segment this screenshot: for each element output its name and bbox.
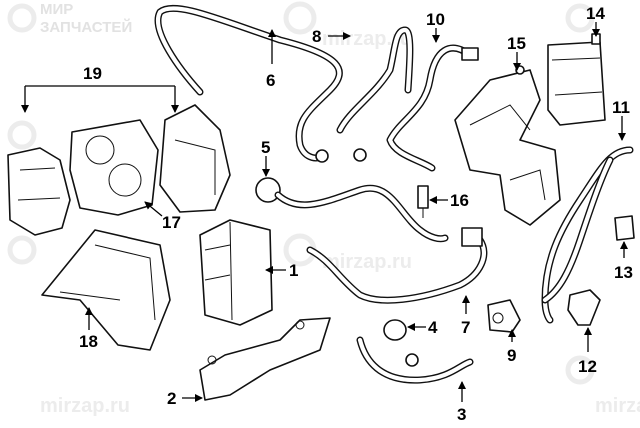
- callout-labels: 19 6 8 10 15 14 11 5 16 17 1 18 4 7 9 12…: [79, 4, 633, 424]
- part-4-cap[interactable]: [383, 319, 407, 341]
- callout-9[interactable]: 9: [507, 346, 516, 365]
- callout-5[interactable]: 5: [261, 138, 270, 157]
- callout-19[interactable]: 19: [83, 64, 102, 83]
- part-1-module[interactable]: [199, 219, 273, 326]
- part-17-compressor[interactable]: [69, 119, 159, 216]
- part-9-block[interactable]: [487, 299, 521, 333]
- part-7-hose[interactable]: [306, 227, 488, 304]
- watermark-site-2: mirzap.ru: [322, 251, 412, 273]
- part-10-hose[interactable]: [386, 44, 479, 172]
- watermark-brand-line2: ЗАПЧАСТЕЙ: [40, 18, 132, 36]
- part-8-hose[interactable]: [336, 26, 414, 162]
- watermark-brand-line1: МИР: [40, 1, 73, 18]
- callout-3[interactable]: 3: [457, 405, 466, 424]
- callout-10[interactable]: 10: [426, 10, 445, 29]
- callout-4[interactable]: 4: [428, 318, 438, 337]
- watermark-site-3: mirzap.ru: [40, 395, 130, 417]
- part-18-shield[interactable]: [41, 229, 171, 351]
- callout-12[interactable]: 12: [578, 357, 597, 376]
- part-11-hose[interactable]: [541, 146, 634, 324]
- leader-lines: [21, 22, 628, 402]
- callout-18[interactable]: 18: [79, 332, 98, 351]
- callout-6[interactable]: 6: [266, 71, 275, 90]
- callout-17[interactable]: 17: [162, 213, 181, 232]
- callout-2[interactable]: 2: [167, 389, 176, 408]
- part-16-sensor[interactable]: [417, 185, 429, 218]
- part-3-hose[interactable]: [356, 336, 474, 384]
- watermark-site-4: mirzap.ru: [595, 395, 640, 417]
- part-6-hose[interactable]: [154, 5, 343, 163]
- callout-16[interactable]: 16: [450, 191, 469, 210]
- callout-1[interactable]: 1: [289, 261, 298, 280]
- callout-13[interactable]: 13: [614, 263, 633, 282]
- callout-8[interactable]: 8: [312, 27, 321, 46]
- callout-11[interactable]: 11: [612, 98, 630, 117]
- part-13-cap[interactable]: [614, 215, 635, 241]
- part-12-sensor[interactable]: [567, 289, 601, 326]
- callout-7[interactable]: 7: [461, 318, 470, 337]
- part-14-canister[interactable]: [547, 33, 606, 126]
- callout-14[interactable]: 14: [586, 4, 605, 23]
- part-19-covers[interactable]: [7, 104, 231, 236]
- part-2-bracket[interactable]: [199, 317, 331, 401]
- watermark: МИР ЗАПЧАСТЕЙ mirzap.ru mirzap.ru mirzap…: [7, 1, 640, 417]
- callout-15[interactable]: 15: [507, 34, 526, 53]
- part-15-bracket[interactable]: [454, 65, 561, 226]
- part-5-damper[interactable]: [255, 177, 449, 243]
